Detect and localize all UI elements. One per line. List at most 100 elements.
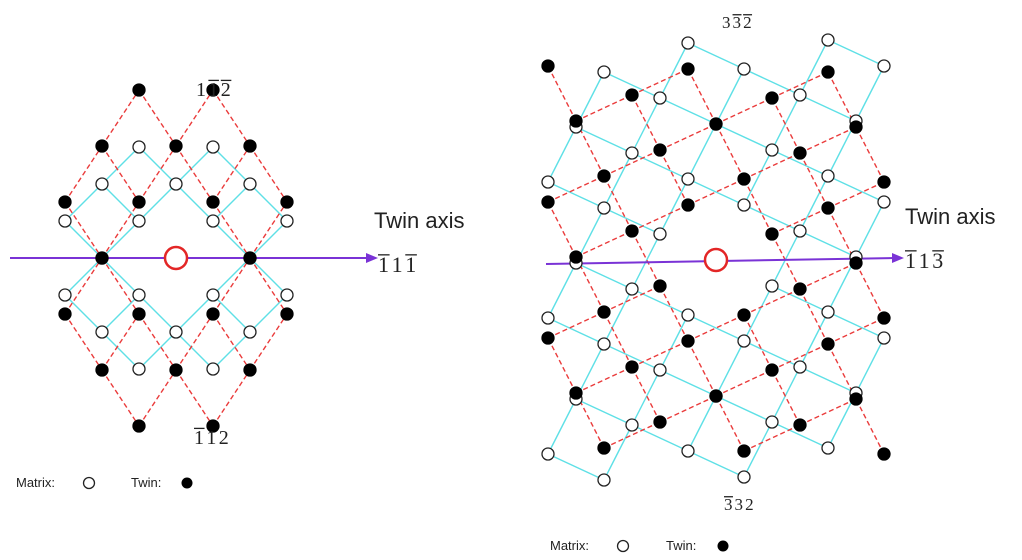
right-matrix-bond bbox=[771, 285, 829, 313]
right-matrix-bond bbox=[547, 126, 577, 183]
right-twin-bond bbox=[771, 343, 829, 371]
left-matrix-bond bbox=[212, 183, 251, 222]
right-twin-bond bbox=[547, 175, 605, 203]
right-matrix-bond bbox=[743, 149, 773, 206]
right-matrix-bond bbox=[659, 42, 689, 99]
right-twin-atom bbox=[541, 331, 555, 345]
left-matrix-bond bbox=[212, 294, 251, 333]
right-matrix-bond bbox=[771, 94, 801, 151]
right-twin-atom bbox=[569, 250, 583, 264]
left-twin-bond bbox=[138, 89, 177, 147]
right-twin-bond bbox=[799, 288, 829, 345]
right-twin-atom bbox=[765, 227, 779, 241]
left-matrix-bond bbox=[64, 294, 103, 333]
left-axis-title: Twin axis bbox=[374, 208, 464, 233]
left-matrix-bond bbox=[64, 257, 103, 296]
right-matrix-atom bbox=[625, 146, 639, 160]
right-twin-bond bbox=[715, 97, 773, 125]
right-matrix-bond bbox=[771, 230, 801, 287]
right-twin-atom bbox=[625, 88, 639, 102]
right-matrix-atom bbox=[541, 447, 555, 461]
right-twin-atom bbox=[541, 195, 555, 209]
left-twin-atom bbox=[243, 251, 257, 265]
left-axis-index-digit: 1 bbox=[378, 252, 389, 277]
right-twin-atom bbox=[849, 392, 863, 406]
right-matrix-bond bbox=[547, 398, 577, 455]
right-label-top-digit: 3 bbox=[722, 13, 731, 32]
right-twin-atom bbox=[877, 447, 891, 461]
left-twin-atom bbox=[95, 251, 109, 265]
right-twin-bond bbox=[771, 233, 801, 290]
left-twin-bond bbox=[212, 369, 251, 427]
right-matrix-bond bbox=[827, 311, 885, 339]
right-twin-atom bbox=[793, 418, 807, 432]
left-matrix-bond bbox=[175, 294, 214, 333]
right-twin-bond bbox=[799, 152, 829, 209]
right-matrix-atom bbox=[877, 59, 891, 73]
left-twin-atom bbox=[95, 139, 109, 153]
right-twin-bond bbox=[603, 175, 633, 232]
right-twin-atom bbox=[625, 224, 639, 238]
right-matrix-bond bbox=[687, 314, 745, 342]
right-matrix-bond bbox=[687, 178, 745, 206]
right-twin-bond bbox=[687, 68, 717, 125]
right-twin-bond bbox=[631, 340, 689, 368]
right-twin-bond bbox=[799, 262, 857, 290]
left-matrix-atom bbox=[95, 177, 109, 191]
right-matrix-bond bbox=[827, 175, 885, 203]
right-twin-atom bbox=[821, 65, 835, 79]
right-twin-atom bbox=[569, 114, 583, 128]
right-legend-twin-symbol bbox=[717, 540, 729, 552]
right-twin-bond bbox=[743, 314, 773, 371]
right-twin-bond bbox=[687, 314, 745, 342]
right-twin-bond bbox=[603, 285, 661, 313]
right-twin-bond bbox=[603, 421, 661, 449]
right-twin-bond bbox=[659, 395, 717, 423]
left-matrix-bond bbox=[138, 331, 177, 370]
left-twin-atom bbox=[206, 307, 220, 321]
right-twin-bond bbox=[547, 337, 577, 394]
right-twin-atom bbox=[653, 143, 667, 157]
right-label-top-digit: 2 bbox=[743, 13, 752, 32]
right-twin-nodes bbox=[541, 59, 891, 461]
right-legend: Matrix: Twin: bbox=[550, 538, 729, 553]
left-twin-bond bbox=[175, 145, 214, 203]
right-matrix-atom bbox=[737, 470, 751, 484]
right-twin-atom bbox=[737, 172, 751, 186]
left-matrix-bond bbox=[101, 294, 140, 333]
right-twin-bond bbox=[547, 65, 577, 122]
right-twin-bond bbox=[631, 204, 689, 232]
right-twin-bond bbox=[631, 366, 661, 423]
right-matrix-atom bbox=[793, 88, 807, 102]
left-twin-bond bbox=[212, 201, 251, 259]
right-matrix-atom bbox=[653, 227, 667, 241]
left-matrix-atom bbox=[58, 214, 72, 228]
left-legend: Matrix: Twin: bbox=[16, 475, 193, 490]
right-origin-marker bbox=[703, 247, 729, 273]
right-twin-bond bbox=[855, 126, 885, 183]
left-axis-index-digit: 1 bbox=[392, 252, 403, 277]
right-matrix-bond bbox=[771, 149, 829, 177]
right-twin-atom bbox=[765, 363, 779, 377]
left-matrix-bond bbox=[101, 331, 140, 370]
left-twin-atom bbox=[243, 139, 257, 153]
right-matrix-bond bbox=[547, 317, 605, 345]
left-twin-bond bbox=[101, 313, 140, 371]
right-matrix-bond bbox=[799, 366, 857, 394]
right-matrix-bond bbox=[575, 126, 633, 154]
right-matrix-atom bbox=[765, 143, 779, 157]
left-matrix-bond bbox=[138, 183, 177, 222]
right-matrix-atom bbox=[653, 91, 667, 105]
left-matrix-bond bbox=[101, 146, 140, 185]
right-matrix-bond bbox=[687, 123, 717, 180]
right-twin-bond bbox=[743, 178, 773, 235]
right-legend-twin-label: Twin: bbox=[666, 538, 696, 553]
right-matrix-bond bbox=[743, 285, 773, 342]
left-twin-atom bbox=[280, 307, 294, 321]
right-twin-atom bbox=[597, 169, 611, 183]
left-matrix-bond bbox=[64, 220, 103, 259]
right-matrix-bond bbox=[547, 181, 605, 209]
right-matrix-bond bbox=[575, 262, 633, 290]
